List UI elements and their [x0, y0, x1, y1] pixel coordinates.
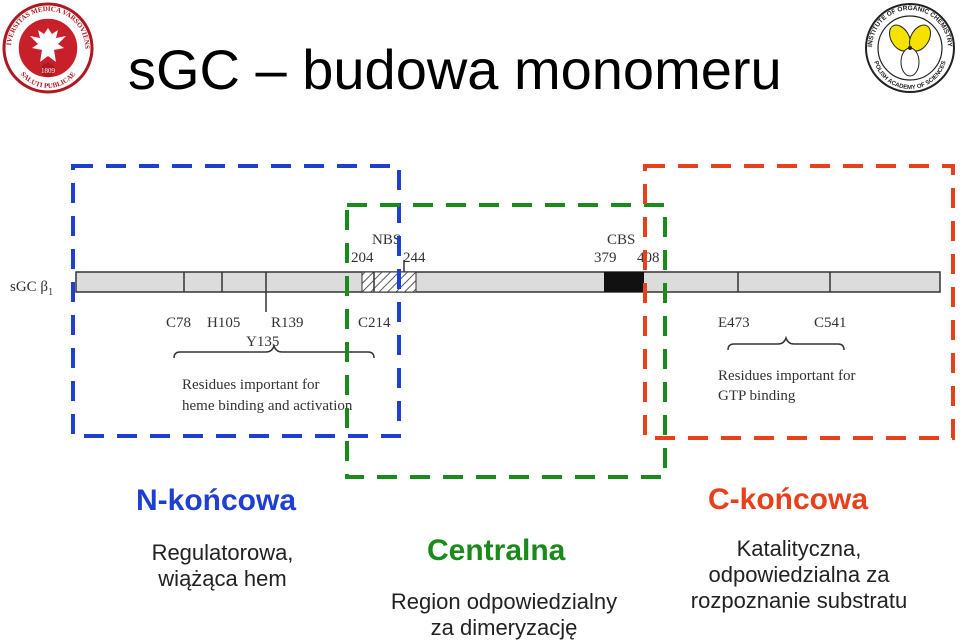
label-cbs: CBS	[607, 232, 635, 248]
region-box-n-terminal	[71, 164, 401, 438]
residue-e473: E473	[718, 315, 750, 331]
region-title-central: Centralna	[427, 534, 566, 567]
protein-label: sGC β1	[10, 279, 53, 298]
orbital-icon	[889, 24, 931, 77]
institute-logo: INSTITUTE OF ORGANIC CHEMISTRY POLISH AC…	[865, 3, 955, 93]
region-title-n-terminal: N-końcowa	[136, 484, 297, 517]
region-desc-line: wiążąca hem	[158, 566, 287, 591]
nbs-segment	[361, 271, 417, 293]
region-desc-line: Region odpowiedzialny	[390, 589, 618, 614]
brace-right	[727, 335, 845, 351]
cbs-segment	[604, 272, 644, 292]
region-desc-line: Regulatorowa,	[151, 540, 294, 565]
region-desc-c-terminal: Katalityczna, odpowiedzialna za rozpozna…	[664, 536, 934, 614]
label-244: 244	[403, 250, 426, 266]
note-left-line2: heme binding and activation	[182, 398, 353, 414]
region-desc-line: za dimeryzację	[430, 615, 578, 640]
protein-bar	[75, 271, 941, 293]
eagle-icon	[30, 28, 66, 62]
page-title: sGC – budowa monomeru	[128, 38, 782, 101]
label-nbs: NBS	[372, 232, 401, 248]
residue-c541: C541	[814, 315, 847, 331]
region-desc-central: Region odpowiedzialny za dimeryzację	[364, 589, 644, 641]
residue-ticks	[183, 260, 831, 312]
region-box-c-terminal	[643, 164, 955, 440]
label-204: 204	[351, 250, 374, 266]
residue-c214: C214	[358, 315, 391, 331]
region-desc-line: odpowiedzialna za	[708, 562, 890, 587]
note-left-line1: Residues important for	[182, 377, 319, 393]
region-desc-line: rozpoznanie substratu	[690, 588, 908, 613]
university-logo: 1809 UNIVERSITAS MEDICA VARSOVIENSIS SAL…	[2, 2, 94, 94]
note-right-line1: Residues important for	[718, 368, 855, 384]
brace-left	[173, 343, 375, 359]
residue-y135: Y135	[246, 334, 279, 350]
residue-c78: C78	[166, 315, 191, 331]
residue-r139: R139	[271, 315, 304, 331]
region-desc-line: Katalityczna,	[736, 536, 862, 561]
residue-h105: H105	[207, 315, 240, 331]
label-379: 379	[594, 250, 617, 266]
logo-year: 1809	[41, 67, 56, 75]
label-408: 408	[637, 250, 660, 266]
note-right-line2: GTP binding	[718, 388, 796, 404]
region-desc-n-terminal: Regulatorowa, wiążąca hem	[120, 540, 325, 592]
region-title-c-terminal: C-końcowa	[708, 483, 869, 516]
